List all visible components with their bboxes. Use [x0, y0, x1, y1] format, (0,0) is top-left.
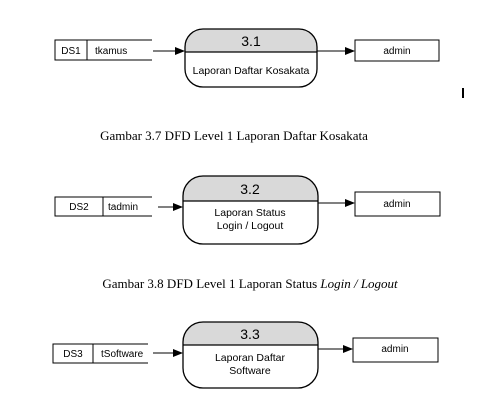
entity-label: admin — [381, 344, 408, 355]
text-cursor-mark — [462, 88, 464, 98]
figure-caption-1: Gambar 3.7 DFD Level 1 Laporan Daftar Ko… — [100, 128, 368, 143]
process-3-1: 3.1 Laporan Daftar Kosakata — [184, 28, 318, 88]
process-label-line-2: Login / Logout — [217, 220, 284, 232]
data-store-ds1: DS1 tkamus — [54, 39, 152, 61]
external-entity-admin: admin — [352, 337, 439, 363]
data-store-name: tSoftware — [101, 349, 144, 360]
data-store-id: DS2 — [69, 202, 89, 213]
dfd-diagram-1: DS1 tkamus 3.1 Laporan Daftar Kosakata a… — [54, 28, 440, 143]
figure-caption-2: Gambar 3.8 DFD Level 1 Laporan Status Lo… — [102, 276, 398, 291]
data-store-name: tadmin — [108, 202, 138, 213]
process-number: 3.2 — [240, 181, 260, 197]
data-store-name: tkamus — [95, 46, 127, 57]
external-entity-admin: admin — [354, 39, 440, 62]
entity-label: admin — [383, 46, 410, 57]
entity-label: admin — [383, 199, 410, 210]
data-store-ds3: DS3 tSoftware — [52, 343, 148, 364]
process-label-line-2: Software — [229, 365, 271, 377]
process-label-line-1: Laporan Status — [214, 207, 285, 219]
process-3-2: 3.2 Laporan Status Login / Logout — [182, 175, 319, 245]
process-label-line-1: Laporan Daftar Kosakata — [193, 65, 310, 77]
process-label-line-1: Laporan Daftar — [215, 352, 286, 364]
process-number: 3.1 — [241, 33, 261, 49]
data-store-id: DS1 — [61, 46, 81, 57]
data-store-id: DS3 — [63, 349, 83, 360]
data-store-ds2: DS2 tadmin — [54, 196, 152, 217]
dfd-diagram-3: DS3 tSoftware 3.3 Laporan Daftar Softwar… — [52, 321, 439, 389]
process-number: 3.3 — [240, 326, 260, 342]
process-3-3: 3.3 Laporan Daftar Software — [182, 321, 319, 389]
dfd-diagram-2: DS2 tadmin 3.2 Laporan Status Login / Lo… — [54, 175, 441, 291]
external-entity-admin: admin — [354, 191, 441, 217]
